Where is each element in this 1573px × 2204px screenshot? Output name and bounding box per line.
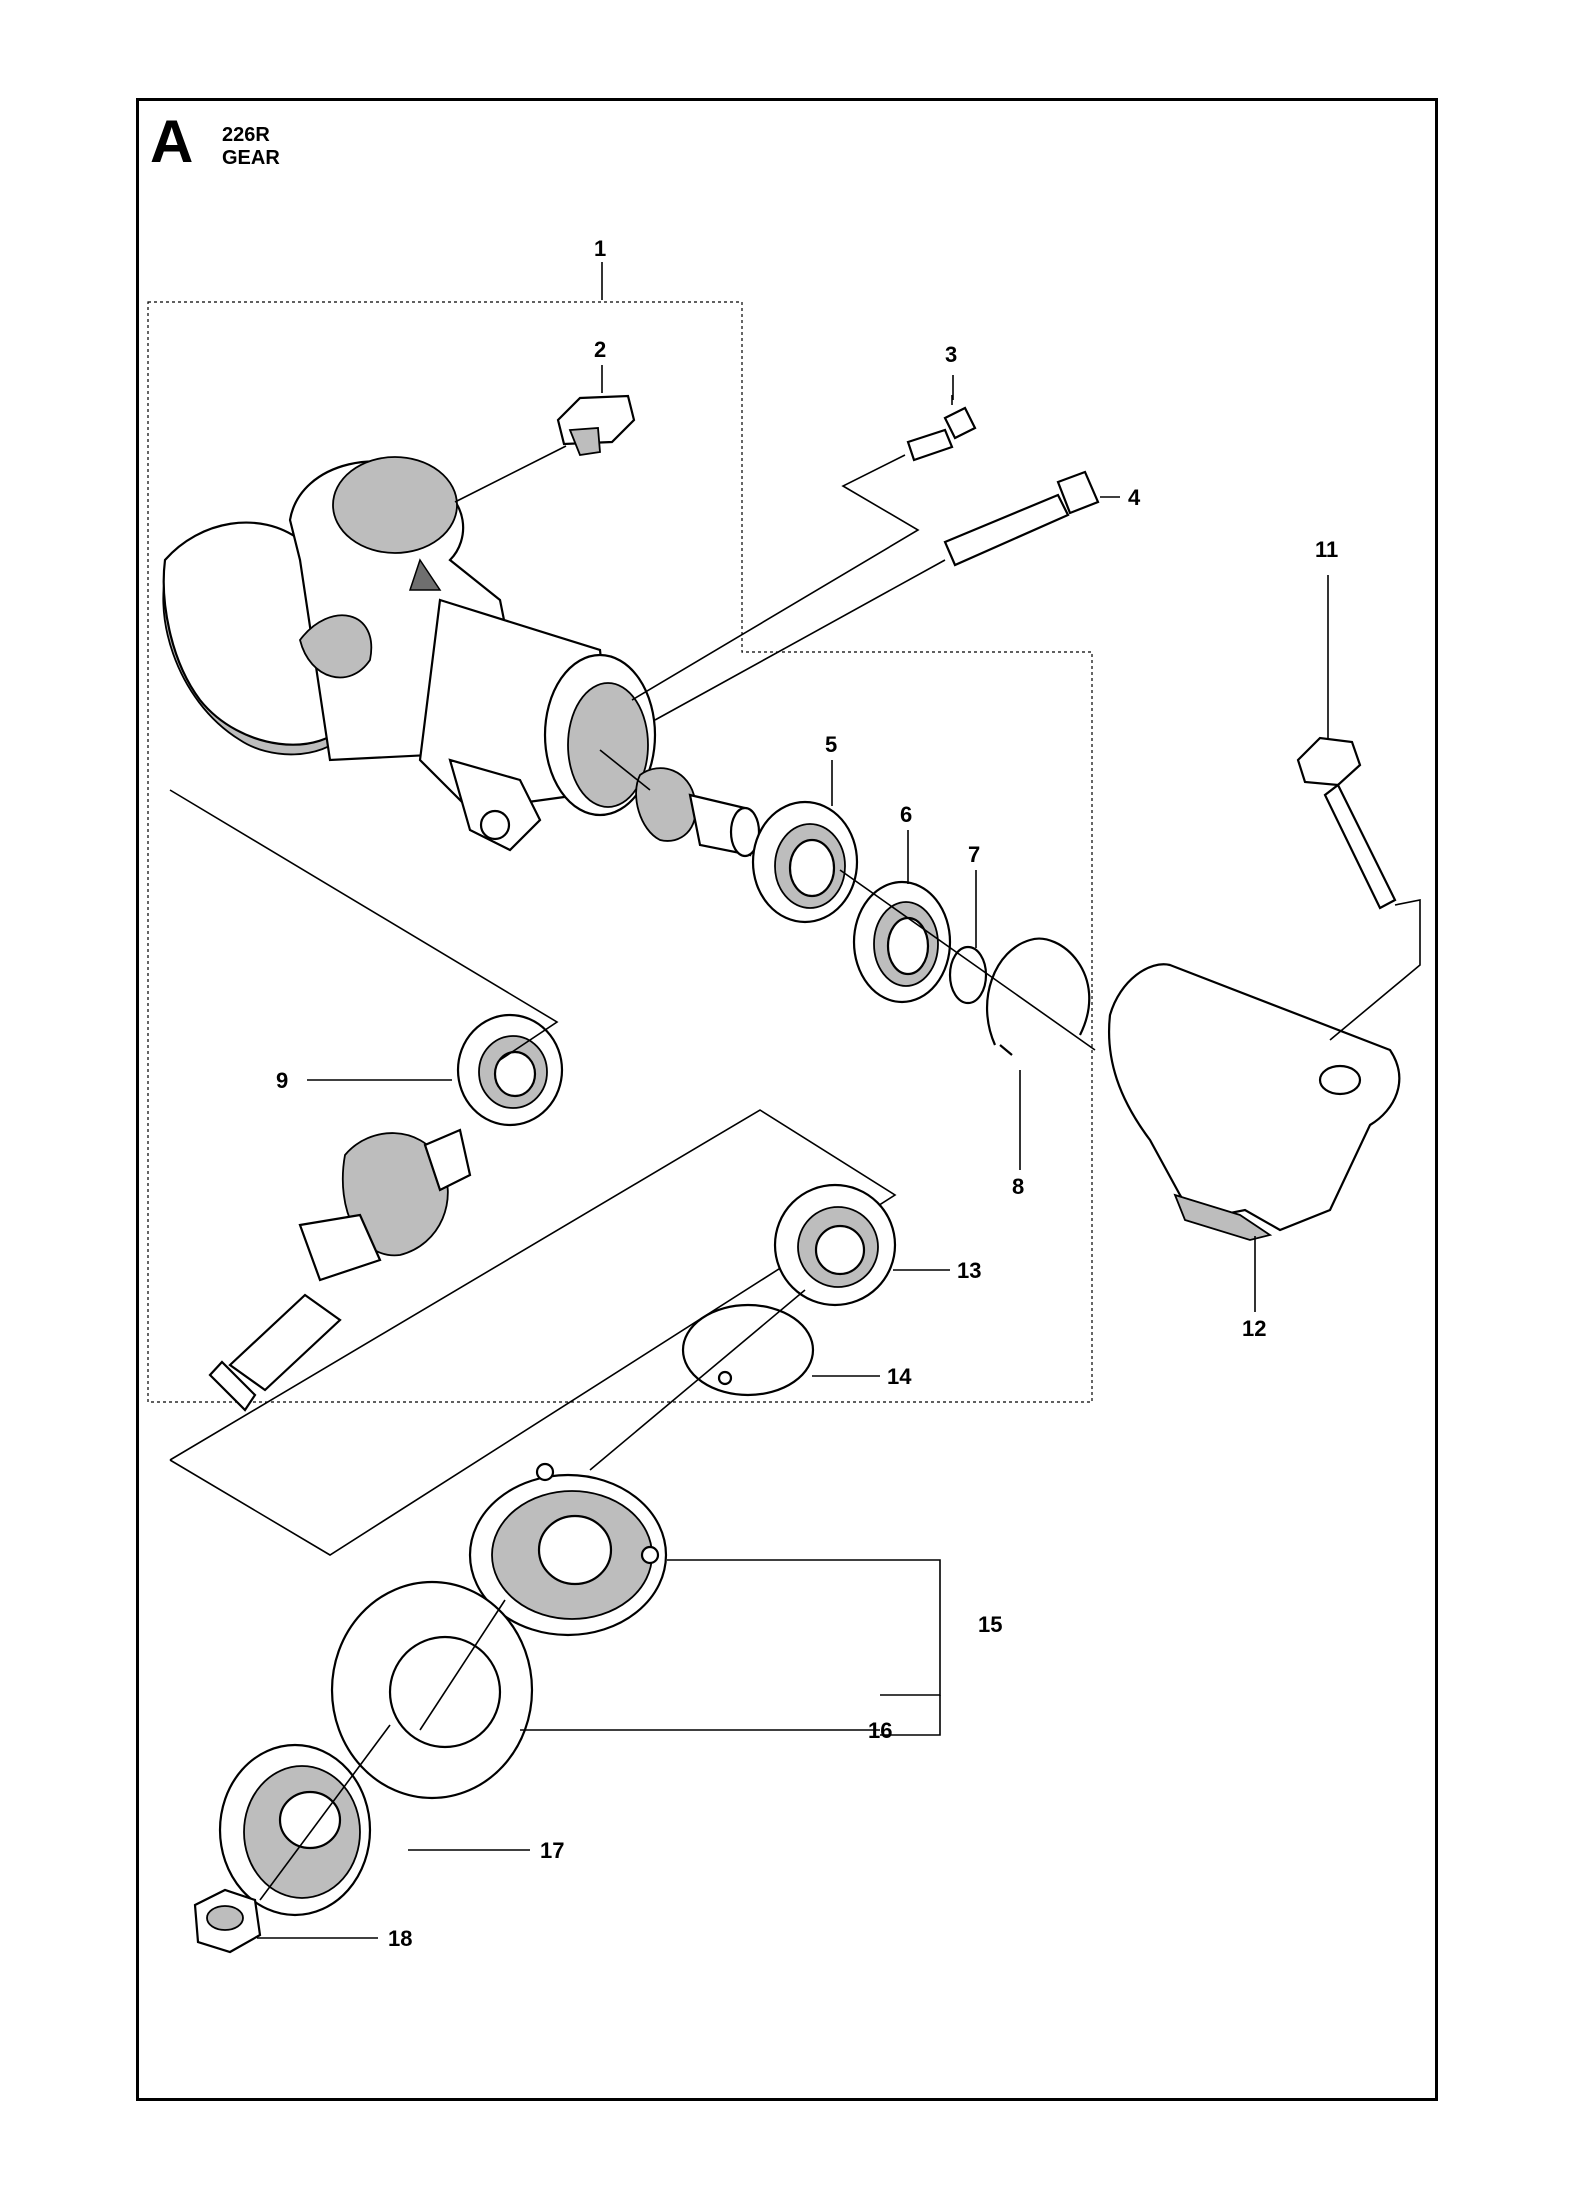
bearing-13 <box>773 1183 950 1307</box>
group-label: GEAR <box>222 147 280 169</box>
nut-18 <box>193 1888 378 1954</box>
callout-14: 14 <box>887 1364 912 1389</box>
callout-16: 16 <box>868 1718 892 1743</box>
assembly-boundary <box>147 301 1093 1403</box>
bearing-6 <box>852 830 952 1004</box>
callout-12: 12 <box>1242 1316 1266 1341</box>
output-gear-shaft <box>208 1128 472 1412</box>
callout-9: 9 <box>276 1068 288 1093</box>
flange-17 <box>218 1724 530 1917</box>
bearing-5 <box>751 760 859 924</box>
callout-1: 1 <box>594 236 606 261</box>
short-screw <box>631 395 977 701</box>
retaining-ring-8 <box>839 869 1096 1170</box>
callout-11: 11 <box>1315 537 1338 562</box>
plug-screw <box>454 365 636 503</box>
pinion-gear <box>599 749 761 858</box>
callout-5: 5 <box>825 732 837 757</box>
callout-17: 17 <box>540 1838 564 1863</box>
bearing-9 <box>169 789 564 1127</box>
circlip-7 <box>948 870 988 1005</box>
callout-18: 18 <box>388 1926 412 1951</box>
washer-16 <box>330 1580 880 1800</box>
callout-15: 15 <box>978 1612 1002 1637</box>
callout-2: 2 <box>594 337 606 362</box>
callout-6: 6 <box>900 802 912 827</box>
callout-7: 7 <box>968 842 980 867</box>
support-flange-15 <box>468 1462 941 1736</box>
page-frame <box>136 98 1438 2101</box>
model-label: 226R <box>222 124 270 146</box>
section-letter: A <box>150 108 194 175</box>
long-bolt <box>654 470 1120 721</box>
retaining-ring-14 <box>589 1289 880 1471</box>
callout-8: 8 <box>1012 1174 1024 1199</box>
gear-housing <box>162 456 657 852</box>
callout-3: 3 <box>945 342 957 367</box>
callout-13: 13 <box>957 1258 981 1283</box>
hex-bolt-11 <box>1296 575 1421 1041</box>
assembly-leader <box>169 1109 897 1556</box>
callout-4: 4 <box>1128 485 1141 510</box>
guard-clamp-12 <box>1108 963 1401 1312</box>
